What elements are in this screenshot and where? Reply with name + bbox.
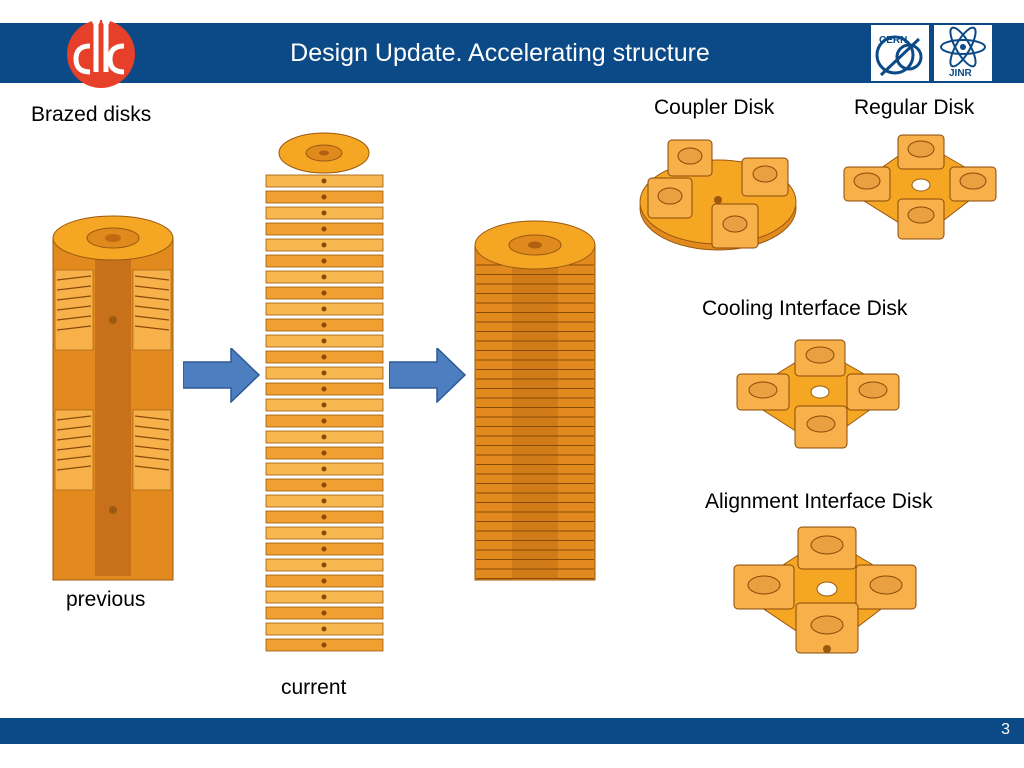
previous-structure-figure <box>52 215 174 581</box>
arrow-right-icon <box>183 348 261 403</box>
coupler-disk-figure <box>639 139 797 251</box>
arrow-right-icon <box>389 348 467 403</box>
cern-logo-icon: CERN <box>871 25 929 81</box>
assembled-structure-figure <box>474 220 596 581</box>
cooling-interface-disk-label: Cooling Interface Disk <box>702 297 908 320</box>
cern-logo-text: CERN <box>879 35 907 46</box>
jinr-logo-icon: JINR <box>934 25 992 81</box>
alignment-interface-disk-label: Alignment Interface Disk <box>705 490 933 513</box>
previous-label: previous <box>66 588 146 611</box>
footer-bar: 3 <box>0 718 1024 744</box>
cooling-interface-disk-figure <box>736 339 900 449</box>
header-bar <box>0 23 1024 83</box>
alignment-interface-disk-figure <box>733 526 917 654</box>
regular-disk-label: Regular Disk <box>854 96 975 119</box>
slide-title: Design Update. Accelerating structure <box>290 39 710 67</box>
brazed-disks-label: Brazed disks <box>31 103 152 126</box>
page-number: 3 <box>1001 721 1010 738</box>
coupler-disk-label: Coupler Disk <box>654 96 775 119</box>
clic-logo-icon <box>67 17 135 88</box>
current-structure-figure <box>265 132 384 652</box>
jinr-logo-text: JINR <box>949 68 973 79</box>
regular-disk-figure <box>843 134 997 240</box>
current-label: current <box>281 676 347 699</box>
